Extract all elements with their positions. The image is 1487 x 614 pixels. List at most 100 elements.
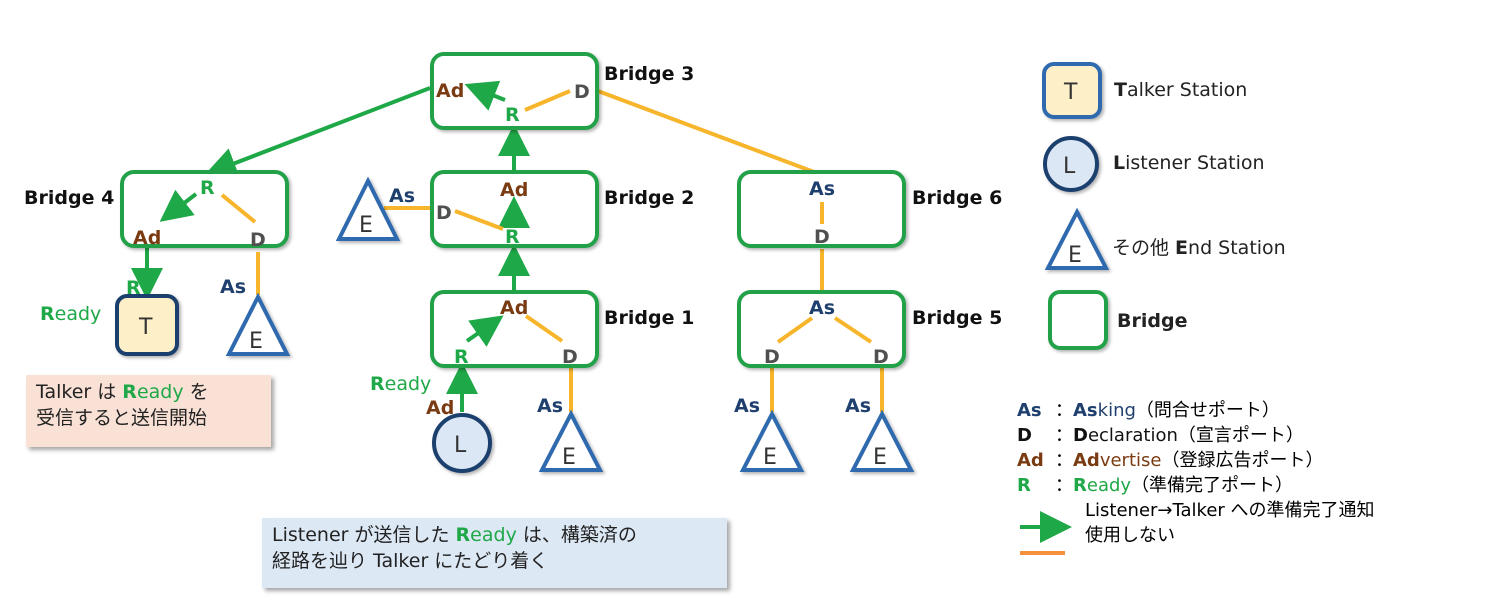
legend-talker-label: Talker Station (1114, 79, 1247, 101)
b1-ad-d-unused (524, 314, 564, 343)
ready-r: R (370, 373, 385, 395)
legend-end-letter: E (1068, 243, 1082, 268)
b2-port-ad: Ad (500, 179, 528, 201)
b6-port-d: D (814, 226, 830, 248)
note-ready-r: R (122, 381, 137, 403)
legend-rest: eady (1086, 475, 1132, 496)
legend-rest: king (1097, 400, 1136, 421)
legend-pre: その他 (1112, 237, 1176, 259)
legend-sep: ： (1055, 400, 1073, 421)
end-station-b4[interactable] (225, 292, 291, 356)
legend-desc: （宣言ポート） (1177, 425, 1304, 446)
legend-key: E (1175, 237, 1189, 259)
talker-letter: T (138, 315, 153, 340)
bridge-3-name: Bridge 3 (604, 63, 694, 85)
legend-key: L (1113, 152, 1126, 174)
b5-as-dright-unused (833, 316, 873, 344)
legend-arrow-row: Listener→Talker への準備完了通知 (1017, 498, 1375, 523)
legend-listener-letter: L (1063, 154, 1076, 179)
end-station-b5-right[interactable] (849, 409, 915, 472)
bridge-1-box[interactable] (430, 290, 599, 368)
legend-key: R (1073, 475, 1087, 496)
note-text: Talker は (36, 381, 123, 403)
talker-note: Talker は Ready を 受信すると送信開始 (26, 375, 271, 447)
b4-r-d-unused (220, 193, 257, 224)
link-b3-b6 (597, 89, 823, 177)
legend-abbr: As (1017, 400, 1042, 421)
end-letter-b5-right: E (873, 445, 887, 470)
legend-key: As (1073, 400, 1098, 421)
link-b3-b4 (204, 86, 431, 179)
b4-port-r: R (200, 177, 215, 199)
bridge-1-name: Bridge 1 (604, 307, 694, 329)
talker-ready-label: Ready (40, 303, 101, 325)
listener-station[interactable] (432, 413, 492, 473)
listener-note-line2: 経路を辿り Talker にたどり着く (272, 550, 549, 572)
end-b4-port-as: As (220, 276, 246, 298)
legend-rest: nd Station (1188, 237, 1286, 259)
end-letter-b4: E (249, 329, 263, 354)
legend-unused-row: 使用しない (1017, 523, 1375, 548)
legend-rest: istener Station (1125, 152, 1265, 174)
end-b5-right-port-as: As (845, 395, 871, 417)
end-b2-port-as: As (389, 185, 415, 207)
end-letter-b2: E (359, 213, 373, 238)
legend-rest: eclaration (1087, 425, 1178, 446)
b5-port-as: As (809, 297, 835, 319)
legend-desc: （登録広告ポート） (1161, 450, 1324, 471)
legend-end-label: その他 End Station (1112, 233, 1286, 260)
legend-end-icon (1044, 207, 1110, 270)
legend-abbr: D (1017, 425, 1032, 446)
bridge-5-name: Bridge 5 (912, 307, 1002, 329)
legend-bridge-label: Bridge (1117, 310, 1188, 332)
b3-r-d-unused (524, 89, 571, 112)
note-ready-rest: eady (136, 381, 184, 403)
b3-port-ad: Ad (436, 80, 464, 102)
b4-r-to-ad (159, 189, 198, 222)
b6-port-as: As (809, 178, 835, 200)
b3-port-d: D (574, 81, 590, 103)
legend-rest: alker Station (1126, 79, 1248, 101)
talker-note-line2: 受信すると送信開始 (36, 407, 208, 429)
legend-talker-letter: T (1063, 80, 1078, 105)
bridge-6-name: Bridge 6 (912, 187, 1002, 209)
legend-key: Ad (1073, 450, 1100, 471)
bridge-4-name: Bridge 4 (24, 187, 114, 209)
b3-port-r: R (505, 104, 520, 126)
legend-listener-label: Listener Station (1113, 152, 1265, 174)
b5-as-dleft-unused (776, 316, 814, 344)
legend-abbr: R (1017, 475, 1031, 496)
listener-note: Listener が送信した Ready は、構築済の 経路を辿り Talker… (262, 518, 727, 588)
legend-desc: （準備完了ポート） (1131, 475, 1294, 496)
b2-port-d: D (436, 202, 452, 224)
legend-unused-desc: 使用しない (1085, 525, 1175, 546)
end-station-b5-left[interactable] (739, 409, 805, 472)
legend-bridge-icon (1048, 290, 1108, 350)
legend-key: T (1114, 79, 1127, 101)
b4-port-d: D (250, 229, 266, 251)
legend-rest: vertise (1099, 450, 1162, 471)
legend-sep: ： (1055, 425, 1073, 446)
end-b1-port-as: As (537, 395, 563, 417)
end-station-b2[interactable] (335, 176, 401, 241)
end-letter-b1: E (562, 445, 576, 470)
talker-port-r: R (126, 277, 141, 299)
legend-key: D (1073, 425, 1088, 446)
listener-note-line1: Listener が送信した Ready は、構築済の (272, 522, 717, 548)
end-station-b1[interactable] (538, 409, 604, 472)
talker-station[interactable] (115, 294, 179, 356)
legend-arrow-desc: Listener→Talker への準備完了通知 (1085, 500, 1375, 521)
legend-abbr: Ad (1017, 450, 1044, 471)
note-text: Listener が送信した (272, 524, 456, 546)
b1-port-d: D (562, 346, 578, 368)
b1-port-r: R (454, 346, 469, 368)
bridge-5-box[interactable] (737, 290, 906, 368)
b3-r-to-ad (464, 80, 506, 111)
ready-rest: eady (55, 303, 102, 325)
note-text: は、構築済の (516, 524, 637, 546)
b1-r-to-ad (465, 315, 504, 347)
b2-port-r: R (505, 226, 520, 248)
